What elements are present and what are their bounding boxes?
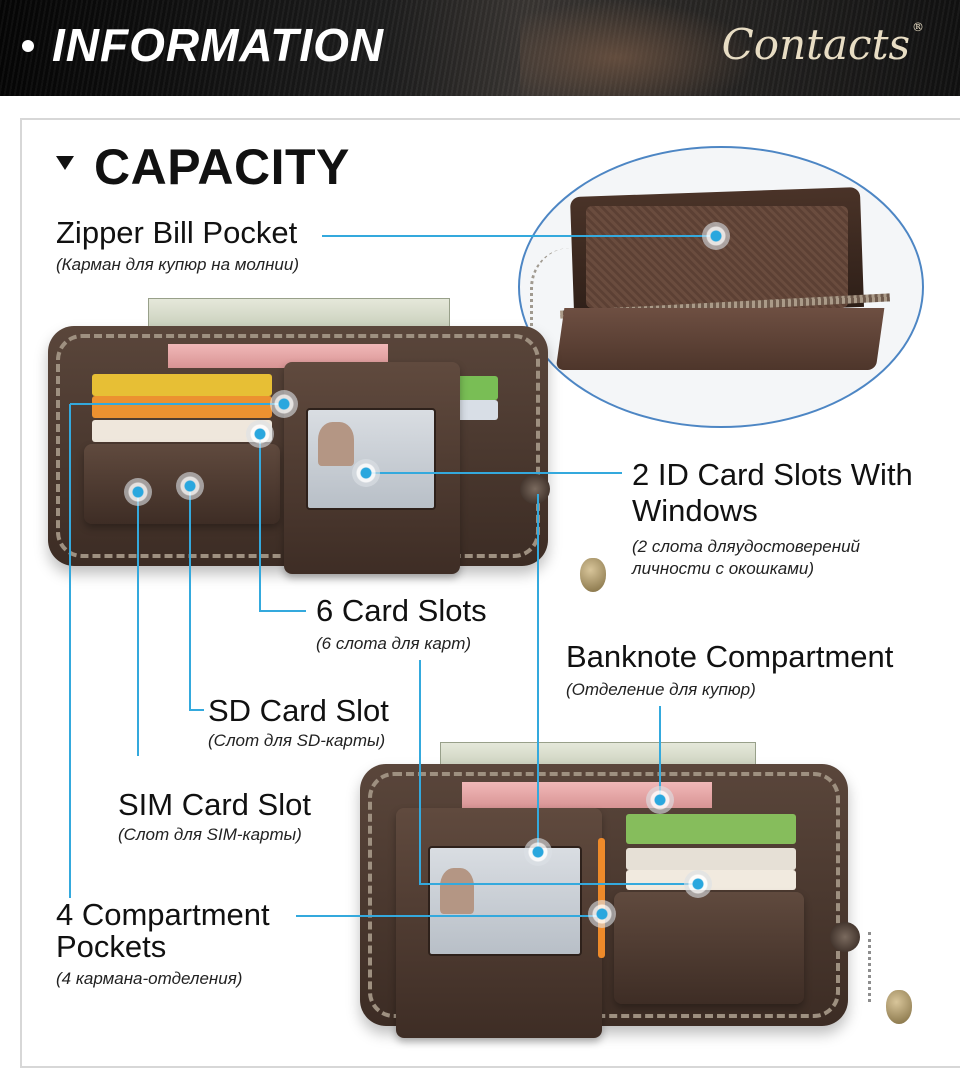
card-image	[626, 848, 796, 870]
callout-dot	[124, 478, 152, 506]
sd-card-slot-sub: (Слот для SD-карты)	[208, 731, 386, 750]
line-card-slots	[259, 434, 306, 612]
content-frame	[20, 118, 960, 1068]
card-image	[626, 814, 796, 844]
callout-dot	[684, 870, 712, 898]
section-title: CAPACITY	[94, 139, 350, 195]
zipper-pull	[580, 558, 606, 592]
card-slots-label: 6 Card Slots	[316, 593, 487, 628]
snap-button	[520, 474, 550, 504]
sim-card-slot-label: SIM Card Slot	[118, 787, 311, 822]
chain-image	[868, 932, 871, 1002]
callout-dot	[702, 222, 730, 250]
zipper-pocket-closeup	[518, 146, 924, 428]
wallet-image-top	[48, 296, 606, 592]
right-pocket-panel	[614, 892, 804, 1004]
id-slots-sub-1: (2 слота дляудостоверений	[632, 537, 860, 556]
compartment-pockets-sub: (4 кармана-отделения)	[56, 969, 243, 988]
callout-dot	[352, 459, 380, 487]
card-image	[92, 374, 272, 396]
zipper-pull	[886, 990, 912, 1024]
card-image	[92, 396, 272, 418]
zipper-bill-pocket-label: Zipper Bill Pocket	[56, 215, 298, 250]
id-photo	[318, 422, 354, 466]
line-card-slots-bottom	[419, 660, 698, 885]
callout-dot	[646, 786, 674, 814]
callout-dot	[270, 390, 298, 418]
chain-image	[530, 248, 573, 378]
callout-dot	[524, 838, 552, 866]
callout-dot	[588, 900, 616, 928]
header-banner: INFORMATION Contacts®	[0, 0, 960, 96]
id-slots-label-1: 2 ID Card Slots With	[632, 457, 913, 492]
snap-button	[830, 922, 860, 952]
sim-card-slot-sub: (Слот для SIM-карты)	[118, 825, 302, 844]
bullet-icon	[22, 40, 34, 52]
banner-title: INFORMATION	[52, 19, 385, 71]
callout-dot	[176, 472, 204, 500]
callout-dot	[246, 420, 274, 448]
zipper-bill-pocket-sub: (Карман для купюр на молнии)	[56, 255, 299, 274]
compartment-pockets-label-2: Pockets	[56, 929, 167, 964]
banner-texture	[0, 0, 960, 96]
id-slots-label-2: Windows	[632, 493, 758, 528]
card-image	[92, 420, 272, 442]
line-sd	[189, 486, 204, 711]
banner-photo	[520, 0, 760, 96]
card-slots-sub: (6 слота для карт)	[316, 634, 472, 653]
id-photo	[440, 868, 474, 914]
brand-logo: Contacts®	[721, 20, 924, 69]
banknote-compartment-sub: (Отделение для купюр)	[566, 680, 756, 699]
orange-slot-edge	[598, 838, 605, 958]
sd-card-slot-label: SD Card Slot	[208, 693, 389, 728]
id-slots-sub-2: личности с окошками)	[632, 559, 815, 578]
wallet-zipper	[368, 772, 840, 1018]
banknote-compartment-label: Banknote Compartment	[566, 639, 894, 674]
triangle-down-icon	[56, 156, 74, 170]
compartment-pockets-label-1: 4 Compartment	[56, 897, 270, 932]
